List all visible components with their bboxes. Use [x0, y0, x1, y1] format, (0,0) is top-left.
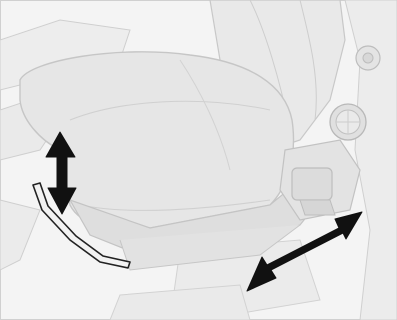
recline-knob: [330, 104, 366, 140]
seat-side-bracket: [280, 140, 360, 220]
